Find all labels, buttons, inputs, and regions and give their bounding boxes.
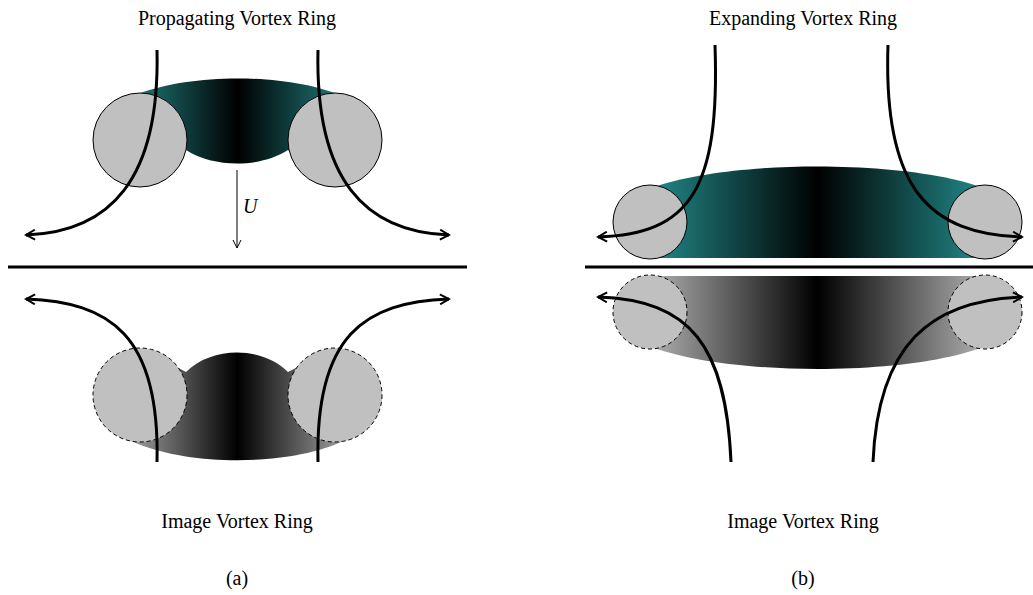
image-ring [613, 276, 1022, 369]
wall [8, 266, 467, 269]
wall [585, 266, 1033, 269]
ring-core [93, 93, 187, 187]
ring-core [288, 93, 382, 187]
streamlines [26, 50, 449, 462]
panel-tag: (b) [791, 567, 814, 589]
velocity-arrow [237, 170, 238, 248]
panel-title: Expanding Vortex Ring [709, 7, 897, 29]
velocity-label: U [243, 195, 257, 217]
streamlines [598, 45, 1022, 462]
image-label: Image Vortex Ring [161, 510, 312, 532]
ring-core [948, 185, 1022, 259]
panel-tag: (a) [226, 567, 248, 589]
image-core [93, 348, 187, 442]
ring-core [613, 185, 687, 259]
panel-title: Propagating Vortex Ring [138, 7, 336, 29]
image-core [613, 275, 687, 349]
vortex-ring [613, 167, 1022, 259]
image-label: Image Vortex Ring [727, 510, 878, 532]
image-ring [93, 348, 382, 460]
image-core [948, 275, 1022, 349]
image-core [288, 348, 382, 442]
